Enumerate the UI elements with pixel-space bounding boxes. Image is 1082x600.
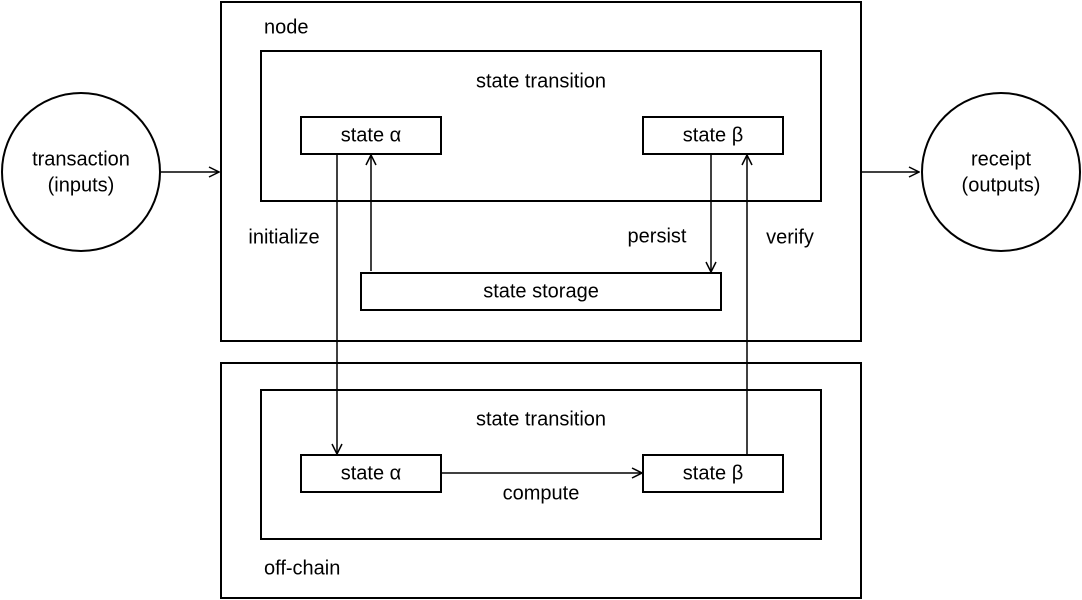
inputs-label: (inputs): [48, 174, 115, 196]
offchain-state-beta-label: state β: [683, 462, 743, 484]
offchain-label: off-chain: [264, 557, 340, 579]
transaction-label: transaction: [32, 148, 130, 170]
offchain-state-alpha-label: state α: [341, 462, 401, 484]
node-state-beta-box: [642, 116, 784, 155]
state-storage-box: [360, 272, 722, 311]
node-state-transition-label: state transition: [476, 70, 606, 92]
initialize-label: initialize: [248, 226, 319, 248]
verify-label: verify: [766, 226, 814, 248]
outputs-label: (outputs): [962, 174, 1041, 196]
receipt-label: receipt: [971, 148, 1031, 170]
persist-label: persist: [628, 225, 687, 247]
receipt-output-node: [921, 92, 1081, 252]
offchain-state-alpha-box: [300, 454, 442, 493]
offchain-state-transition-label: state transition: [476, 408, 606, 430]
compute-label: compute: [503, 482, 580, 504]
offchain-state-beta-box: [642, 454, 784, 493]
node-state-alpha-label: state α: [341, 124, 401, 146]
node-state-beta-label: state β: [683, 124, 743, 146]
transaction-input-node: [1, 92, 161, 252]
state-storage-label: state storage: [483, 280, 599, 302]
node-label: node: [264, 16, 309, 38]
